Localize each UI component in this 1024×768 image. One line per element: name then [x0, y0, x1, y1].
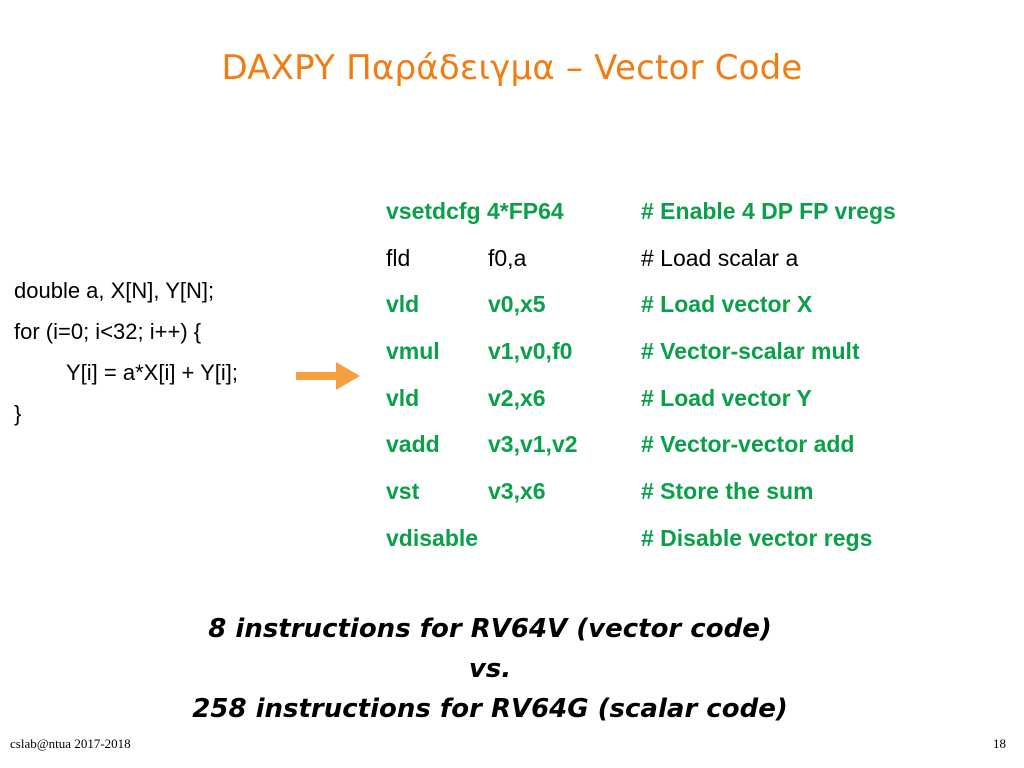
asm-opcode: vdisable [386, 524, 479, 551]
asm-opcode: vadd [386, 431, 440, 458]
asm-opcode: vld [386, 291, 420, 318]
asm-comment: # Disable vector regs [641, 524, 873, 551]
asm-operands: f0,a [488, 244, 527, 271]
page-number: 18 [993, 736, 1006, 751]
c-source-code: double a, X[N], Y[N]; for (i=0; i<32; i+… [14, 270, 238, 434]
summary-line-scalar: 258 instructions for RV64G (scalar code) [192, 694, 788, 724]
asm-opcode: vsetdcfg 4*FP64 [386, 198, 564, 224]
c-code-line: } [14, 401, 22, 426]
asm-opcode: vmul [386, 338, 440, 365]
footer-credit: cslab@ntua 2017-2018 [10, 736, 131, 751]
summary-line-vector: 8 instructions for RV64V (vector code) [208, 614, 772, 644]
asm-operands: v1,v0,f0 [488, 338, 573, 365]
asm-comment: # Load vector Y [641, 384, 812, 411]
asm-opcode: vst [386, 478, 420, 505]
c-code-line: Y[i] = a*X[i] + Y[i]; [66, 360, 239, 385]
asm-comment: # Vector-vector add [641, 431, 855, 458]
asm-operands: v3,x6 [488, 478, 546, 505]
asm-comment: # Store the sum [641, 478, 814, 505]
asm-opcode: vld [386, 384, 420, 411]
asm-operands: v3,v1,v2 [488, 431, 578, 458]
asm-opcode: fld [386, 244, 411, 271]
c-code-line: double a, X[N], Y[N]; [14, 278, 215, 303]
asm-comment: # Load scalar a [641, 244, 799, 271]
asm-comment: # Load vector X [641, 291, 813, 318]
asm-operands: v0,x5 [488, 291, 546, 318]
right-arrow-icon [296, 362, 360, 390]
asm-operands: v2,x6 [488, 384, 546, 411]
c-code-line: for (i=0; i<32; i++) { [14, 319, 202, 344]
summary-line-vs: vs. [468, 654, 512, 684]
asm-comment: # Vector-scalar mult [641, 338, 860, 365]
asm-comment: # Enable 4 DP FP vregs [641, 198, 896, 224]
slide-title: DAXPY Παράδειγμα – Vector Code [221, 48, 803, 88]
instruction-count-summary: 8 instructions for RV64V (vector code) v… [0, 609, 980, 729]
